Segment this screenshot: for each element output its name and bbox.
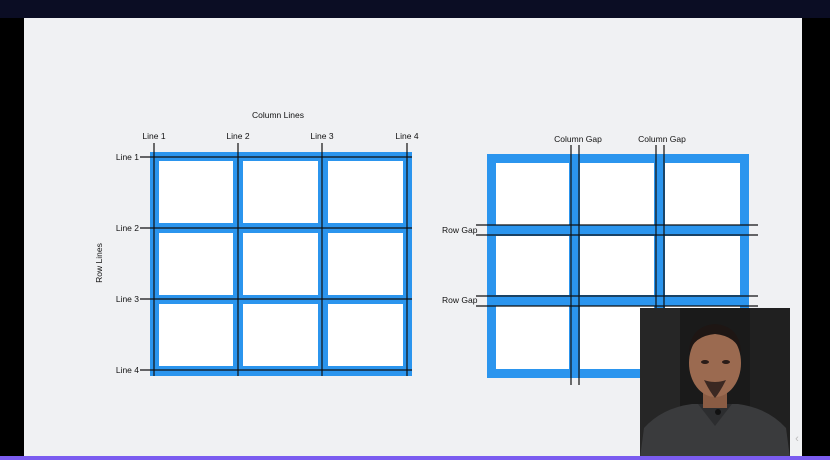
column-lines-heading: Column Lines [252,110,304,120]
grid-cell [159,161,233,223]
grid-cell [159,304,233,366]
row-lines-heading: Row Lines [94,243,104,283]
column-line-label-1: Line 1 [142,131,165,141]
grid-cell [328,161,403,223]
gap-grid-cell [580,163,654,225]
gap-grid-cell [665,236,740,295]
grid-cell [328,233,403,295]
gap-grid-cell [496,163,569,225]
gap-grid-cell [580,236,654,295]
row-line-label-2: Line 2 [116,223,139,233]
column-line-label-2: Line 2 [226,131,249,141]
column-line-label-3: Line 3 [310,131,333,141]
row-line-label-3: Line 3 [116,294,139,304]
top-bar [0,0,830,18]
column-line-label-4: Line 4 [395,131,418,141]
grid-cell [328,304,403,366]
gap-grid-cell [496,306,569,369]
grid-cell [243,304,318,366]
grid-cell [243,233,318,295]
progress-accent-bar [0,456,830,460]
presenter-video-frame [640,308,790,458]
presenter-webcam [640,308,790,458]
chevron-right-icon[interactable]: ‹ [795,433,799,445]
column-gap-label-2: Column Gap [638,134,686,144]
grid-lines-diagram: Column Lines Line 1 Line 2 Line 3 Line 4… [94,110,419,376]
row-gap-label-2: Row Gap [442,295,478,305]
gap-grid-cell [496,236,569,295]
grid-cell [243,161,318,223]
column-gap-label-1: Column Gap [554,134,602,144]
row-gap-label-1: Row Gap [442,225,478,235]
row-line-label-4: Line 4 [116,365,139,375]
gap-grid-cell [665,163,740,225]
row-line-label-1: Line 1 [116,152,139,162]
grid-cell [159,233,233,295]
